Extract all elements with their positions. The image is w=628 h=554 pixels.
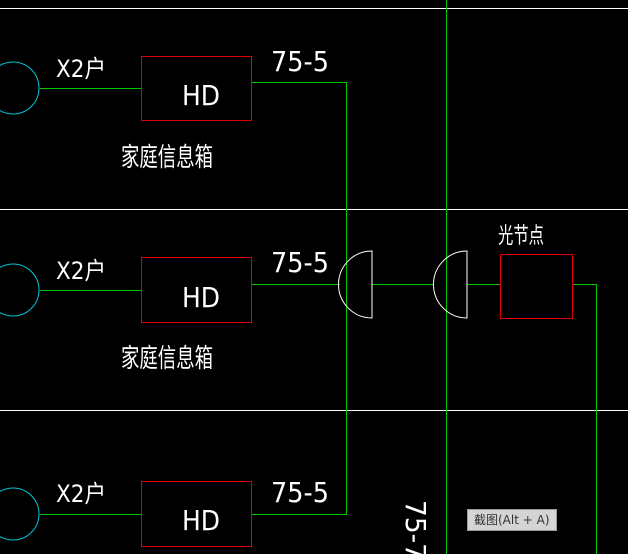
- hd-box-row3: [141, 481, 252, 547]
- frame-lines: [0, 8, 628, 411]
- household-label-row2: X2户: [56, 257, 106, 285]
- optical-node-box: [500, 254, 573, 319]
- caption-row2: 家庭信息箱: [121, 344, 213, 374]
- cable-label-row1: 75-5: [271, 45, 329, 78]
- cable-label-row3: 75-5: [271, 476, 329, 509]
- terminal-circle-row1: [0, 61, 40, 115]
- terminal-circles: [0, 61, 40, 541]
- cable-label-row2: 75-5: [271, 246, 329, 279]
- wires: [40, 82, 597, 554]
- wire-box-row3-to-trunk: [251, 284, 347, 515]
- screenshot-tooltip: 截图(Alt + A): [467, 509, 557, 531]
- splitter-right: [433, 250, 468, 319]
- hd-label-row3: HD: [182, 504, 220, 537]
- hd-box-row1: [141, 56, 252, 121]
- hd-label-row1: HD: [182, 79, 220, 112]
- terminal-circle-row2: [0, 263, 40, 317]
- hd-box-row2: [141, 257, 252, 323]
- caption-row1: 家庭信息箱: [121, 143, 213, 173]
- wire-box-row1-to-trunk: [251, 82, 347, 284]
- splitters: [338, 250, 468, 319]
- splitter-left: [338, 250, 373, 319]
- optical-node-label: 光节点: [498, 224, 544, 249]
- vertical-cable-label: 75-7: [399, 500, 432, 554]
- terminal-circle-row3: [0, 487, 40, 541]
- hd-label-row2: HD: [182, 281, 220, 314]
- hd-boxes: [141, 56, 573, 547]
- wire-node-down: [572, 284, 597, 554]
- household-label-row1: X2户: [56, 55, 106, 83]
- household-label-row3: X2户: [56, 480, 106, 508]
